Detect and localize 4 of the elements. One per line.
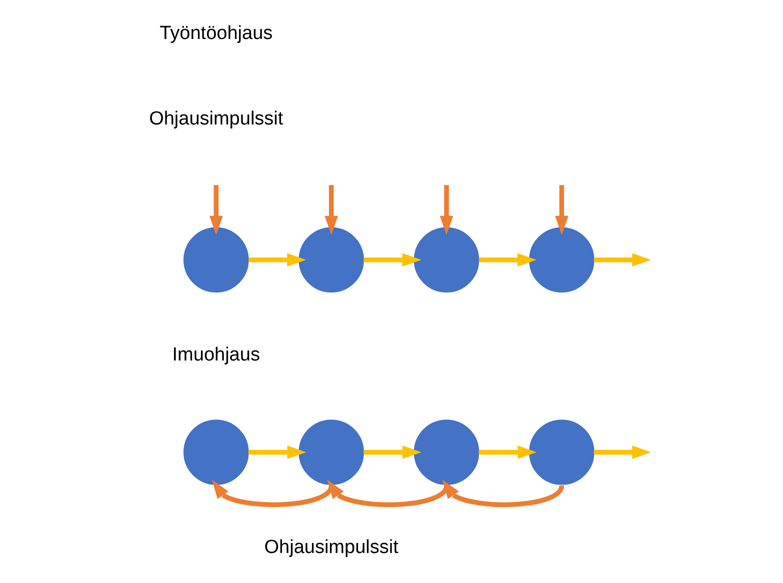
- label: Työntöohjaus: [160, 23, 273, 44]
- label: Imuohjaus: [172, 344, 260, 366]
- label: Ohjausimpulssit: [149, 108, 284, 130]
- label: Ohjausimpulssit: [264, 536, 398, 558]
